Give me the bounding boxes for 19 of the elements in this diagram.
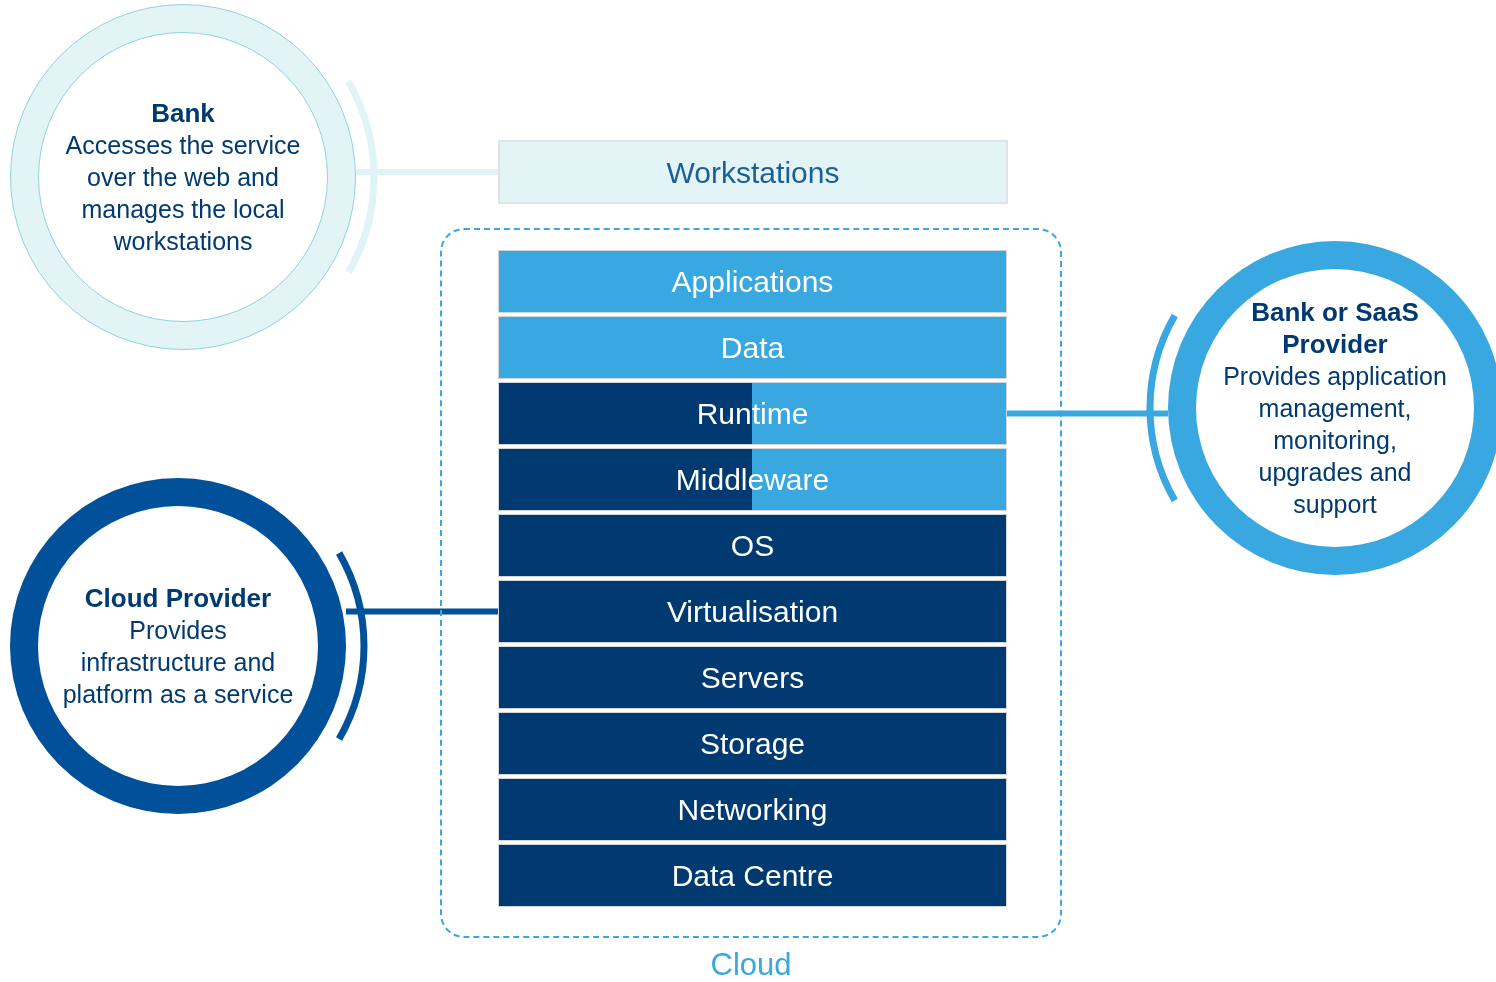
role-description: Provides infrastructure and platform as a service	[62, 615, 294, 710]
stack-layer: Networking	[498, 778, 1007, 841]
stack-layer: Data Centre	[498, 844, 1007, 907]
role-title: Cloud Provider	[84, 582, 272, 614]
connector-line	[346, 608, 498, 615]
role-description: Accesses the service over the web and manages the local workstations	[64, 130, 302, 257]
stack-layer: Storage	[498, 712, 1007, 775]
stack-layer: Applications	[498, 250, 1007, 313]
stack-layer: Data	[498, 316, 1007, 379]
connector-line	[356, 169, 498, 175]
stack-layer: OS	[498, 514, 1007, 577]
stack-layer: Servers	[498, 646, 1007, 709]
role-title: Bank	[151, 97, 215, 129]
cloud-label: Cloud	[710, 946, 792, 982]
connector-line	[1007, 410, 1168, 417]
role-title: Bank or SaaS Provider	[1250, 296, 1420, 360]
stack-layer: Virtualisation	[498, 580, 1007, 643]
role-description: Provides application management, monitoring, upgrades and support	[1222, 361, 1448, 520]
workstations-box: Workstations	[498, 140, 1008, 204]
